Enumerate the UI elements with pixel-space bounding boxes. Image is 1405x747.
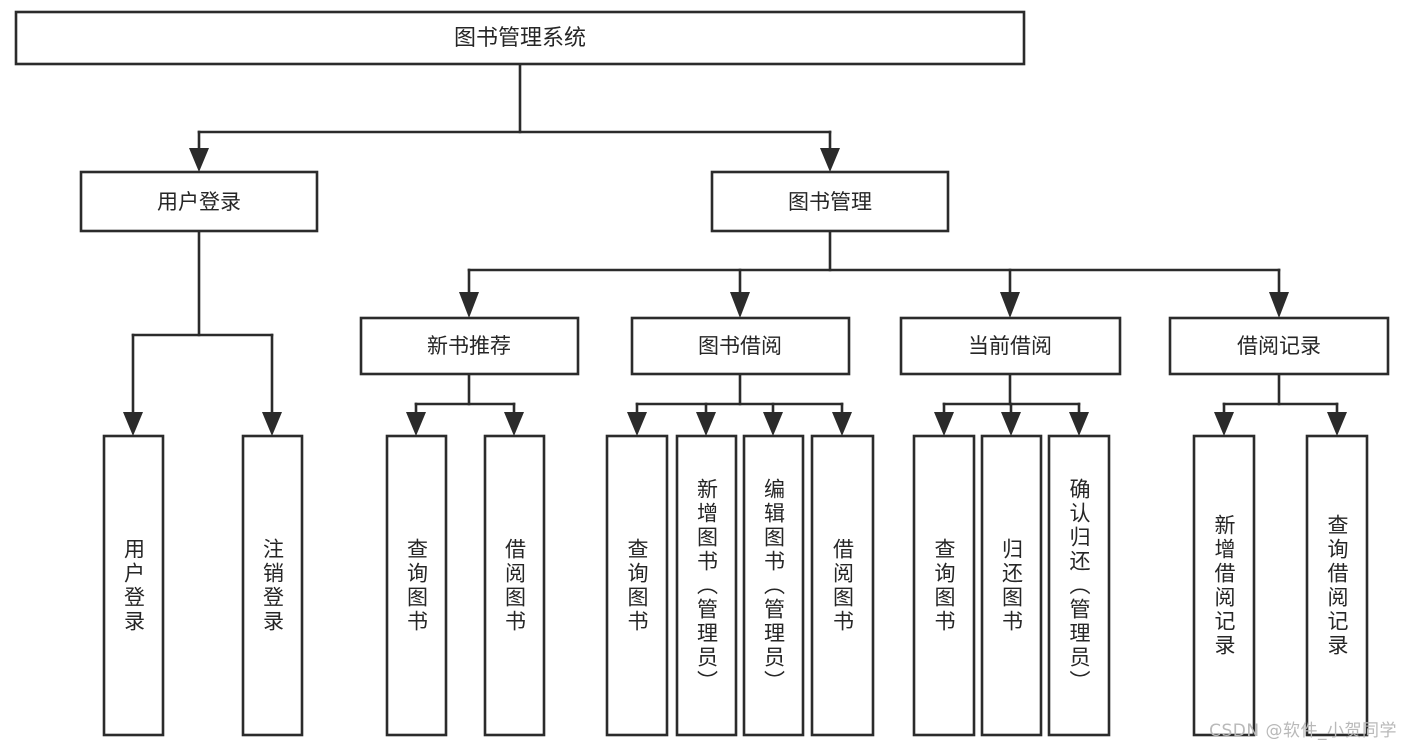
node-root-box[interactable] bbox=[14, 10, 1026, 66]
arrow-leaf-confirm-return bbox=[1069, 412, 1089, 436]
node-borrow-record-label: 借阅记录 bbox=[1237, 334, 1321, 358]
leaf-box-logout[interactable] bbox=[241, 434, 304, 737]
arrow-to-book-manage bbox=[820, 148, 840, 172]
arrow-leaf-add-record bbox=[1214, 412, 1234, 436]
arrow-leaf-query-book-1 bbox=[406, 412, 426, 436]
arrow-to-current-borrow bbox=[1000, 292, 1020, 318]
node-new-book-recommend-box[interactable] bbox=[359, 316, 580, 376]
csdn-watermark: CSDN @软件_小贺同学 bbox=[1209, 721, 1397, 741]
node-book-manage[interactable]: 图书管理 bbox=[710, 170, 950, 233]
node-root[interactable]: 图书管理系统 bbox=[14, 10, 1026, 66]
arrow-leaf-add-book bbox=[696, 412, 716, 436]
arrow-leaf-query-book-2 bbox=[627, 412, 647, 436]
node-book-borrow-label: 图书借阅 bbox=[698, 334, 782, 358]
arrow-to-new-book-recommend bbox=[459, 292, 479, 318]
arrow-leaf-borrow-book-1 bbox=[504, 412, 524, 436]
arrow-leaf-edit-book bbox=[763, 412, 783, 436]
leaf-box-return-book[interactable] bbox=[980, 434, 1043, 737]
connector-group bbox=[123, 62, 1347, 436]
leaf-box-edit-book[interactable] bbox=[742, 434, 805, 737]
arrow-to-book-borrow bbox=[730, 292, 750, 318]
node-user-login[interactable]: 用户登录 bbox=[79, 170, 319, 233]
node-user-login-label: 用户登录 bbox=[157, 190, 241, 214]
node-book-borrow[interactable]: 图书借阅 bbox=[630, 316, 851, 376]
leaf-box-confirm-return[interactable] bbox=[1047, 434, 1111, 737]
arrow-leaf-user-login bbox=[123, 412, 143, 436]
leaf-box-add-record[interactable] bbox=[1192, 434, 1256, 737]
node-borrow-record-box[interactable] bbox=[1168, 316, 1390, 376]
node-root-label: 图书管理系统 bbox=[454, 26, 586, 51]
arrow-to-borrow-record bbox=[1269, 292, 1289, 318]
leaf-box-add-book[interactable] bbox=[675, 434, 738, 737]
node-borrow-record[interactable]: 借阅记录 bbox=[1168, 316, 1390, 376]
node-user-login-box[interactable] bbox=[79, 170, 319, 233]
node-book-manage-label: 图书管理 bbox=[788, 190, 872, 214]
arrow-to-user-login bbox=[189, 148, 209, 172]
leaf-box-group bbox=[102, 434, 1369, 737]
node-current-borrow-box[interactable] bbox=[899, 316, 1122, 376]
arrow-leaf-query-book-3 bbox=[934, 412, 954, 436]
leaf-box-query-book-2[interactable] bbox=[605, 434, 669, 737]
arrow-leaf-query-record bbox=[1327, 412, 1347, 436]
leaf-box-borrow-book-1[interactable] bbox=[483, 434, 546, 737]
arrow-leaf-logout bbox=[262, 412, 282, 436]
node-book-borrow-box[interactable] bbox=[630, 316, 851, 376]
arrow-leaf-borrow-book-2 bbox=[832, 412, 852, 436]
arrow-leaf-return-book bbox=[1001, 412, 1021, 436]
node-new-book-recommend-label: 新书推荐 bbox=[427, 334, 511, 358]
node-current-borrow[interactable]: 当前借阅 bbox=[899, 316, 1122, 376]
leaf-box-query-book-1[interactable] bbox=[385, 434, 448, 737]
leaf-box-query-book-3[interactable] bbox=[912, 434, 976, 737]
leaf-box-user-login[interactable] bbox=[102, 434, 165, 737]
leaf-box-query-record[interactable] bbox=[1305, 434, 1369, 737]
node-book-manage-box[interactable] bbox=[710, 170, 950, 233]
node-current-borrow-label: 当前借阅 bbox=[968, 334, 1052, 358]
node-new-book-recommend[interactable]: 新书推荐 bbox=[359, 316, 580, 376]
leaf-box-borrow-book-2[interactable] bbox=[810, 434, 875, 737]
